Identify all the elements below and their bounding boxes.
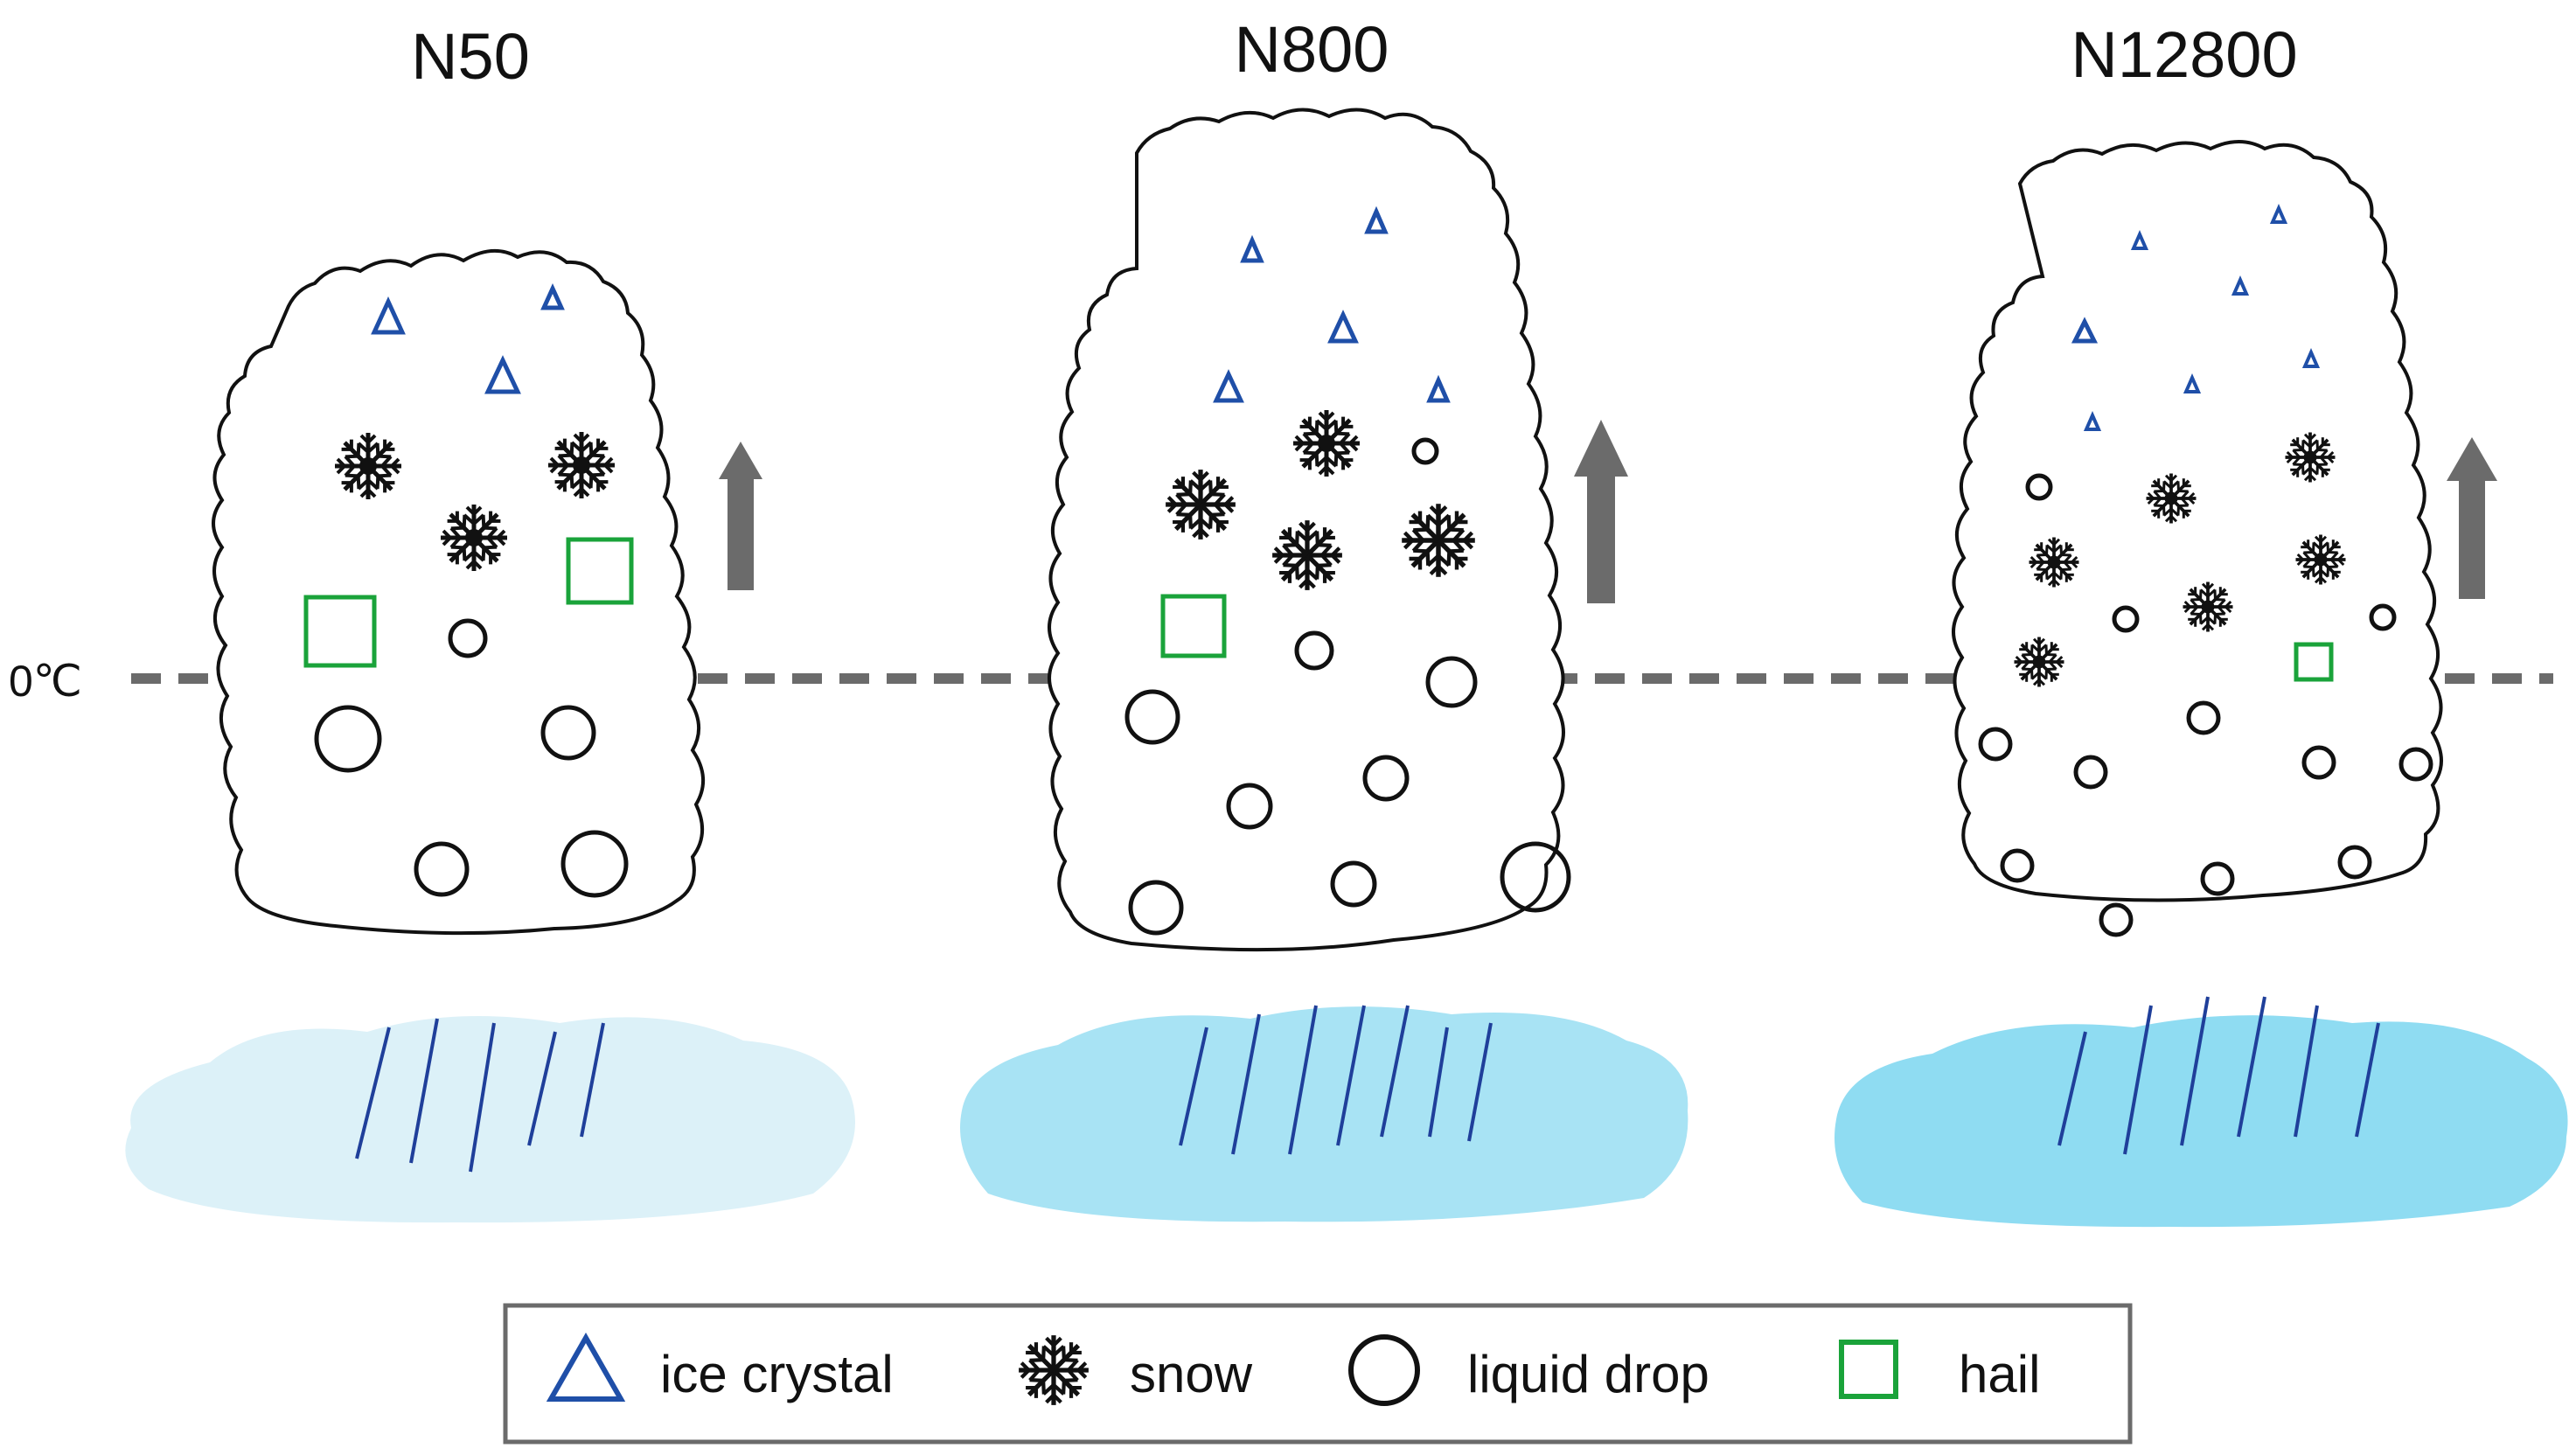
square-icon [1839,1340,1898,1399]
snowflake-icon [335,433,401,499]
snowflake-icon [441,505,507,571]
liquid-drop-icon [1978,727,2013,762]
liquid-drop-icon [2112,605,2140,633]
ice-crystal-icon [484,355,521,394]
ice-crystal-icon [2231,275,2250,296]
ice-crystal-icon [2130,230,2149,250]
liquid-drop-icon [448,618,488,658]
panel-title-n50: N50 [411,20,530,93]
updraft-arrow-n50 [719,442,762,590]
liquid-drop-icon [1330,860,1377,908]
liquid-drop-icon [314,705,382,773]
legend-label-liquid-drop: liquid drop [1467,1345,1709,1403]
ice-crystal-icon [2083,411,2102,431]
liquid-drop-icon [2099,902,2134,937]
rain-streaks-n12800 [2057,996,2380,1155]
snowflake-icon [2286,433,2336,483]
circle-icon [1348,1334,1420,1406]
liquid-drop-icon [1226,783,1273,830]
liquid-drop-icon [2398,747,2433,782]
legend-label-hail: hail [1959,1345,2040,1403]
liquid-drop-icon [2200,861,2235,896]
liquid-drop-icon [2025,473,2053,501]
snowflake-icon [2296,535,2346,585]
ice-crystal-icon [2301,348,2321,368]
ice-crystal-icon [371,296,406,335]
particles-n50 [303,282,634,898]
snowflake-icon [2183,582,2233,632]
liquid-drop-icon [1500,841,1571,913]
liquid-drop-icon [2301,745,2336,780]
ice-crystal-icon [2071,317,2099,344]
legend-label-snow: snow [1130,1345,1253,1403]
liquid-drop-icon [2073,755,2108,790]
snowflake-icon [1402,504,1475,577]
particles-n12800 [1978,204,2433,937]
freezing-level-label: 0℃ [9,657,82,706]
rain-streaks-n50 [355,1018,605,1173]
triangle-icon [546,1332,626,1402]
rain-puddle-n800 [960,1006,1688,1222]
snowflake-icon [1272,520,1342,590]
cloud-n50 [212,248,706,936]
liquid-drop-icon [540,705,596,761]
ice-crystal-icon [1426,374,1451,403]
ice-crystal-icon [2269,204,2288,224]
hail-icon [303,595,377,668]
snowflake-icon [2015,637,2064,687]
ice-crystal-icon [1213,369,1244,403]
snowflake-icon [2147,474,2197,524]
hail-icon [2294,642,2334,682]
legend: ice crystal snow liquid drop hail [503,1303,2133,1445]
liquid-drop-icon [1124,689,1180,745]
particles-n800 [1124,205,1571,936]
liquid-drop-icon [2337,845,2372,880]
legend-label-ice-crystal: ice crystal [660,1345,894,1403]
snowflake-icon [548,432,615,498]
liquid-drop-icon [1362,755,1410,802]
ice-crystal-icon [1240,234,1264,263]
ice-crystal-icon [1364,205,1389,234]
rain-puddle-n12800 [1835,1015,2568,1228]
liquid-drop-icon [1425,656,1478,708]
liquid-drop-icon [2186,700,2221,735]
ice-crystal-icon [2183,373,2202,393]
liquid-drop-icon [414,841,470,897]
liquid-drop-icon [560,830,629,898]
legend-box [503,1303,2133,1445]
hail-icon [1160,594,1227,658]
ice-crystal-icon [1327,310,1359,344]
ice-crystal-icon [540,282,565,310]
panel-title-n12800: N12800 [2071,18,2297,91]
liquid-drop-icon [2369,603,2397,631]
liquid-drop-icon [1128,880,1184,936]
updraft-arrow-n12800 [2447,437,2497,599]
panel-title-n800: N800 [1235,13,1389,86]
snowflake-icon [2029,538,2079,588]
snowflake-icon [1293,410,1360,477]
updraft-arrow-n800 [1574,420,1628,603]
rain-streaks-n800 [1179,1005,1493,1155]
cloud-n12800 [1952,140,2443,902]
liquid-drop-icon [1411,437,1439,465]
rain-puddle-n50 [125,1016,856,1223]
snowflake-icon [1019,1335,1089,1405]
liquid-drop-icon [2000,848,2035,883]
snowflake-icon [1166,470,1236,540]
liquid-drop-icon [1294,630,1334,671]
hail-icon [566,537,634,605]
